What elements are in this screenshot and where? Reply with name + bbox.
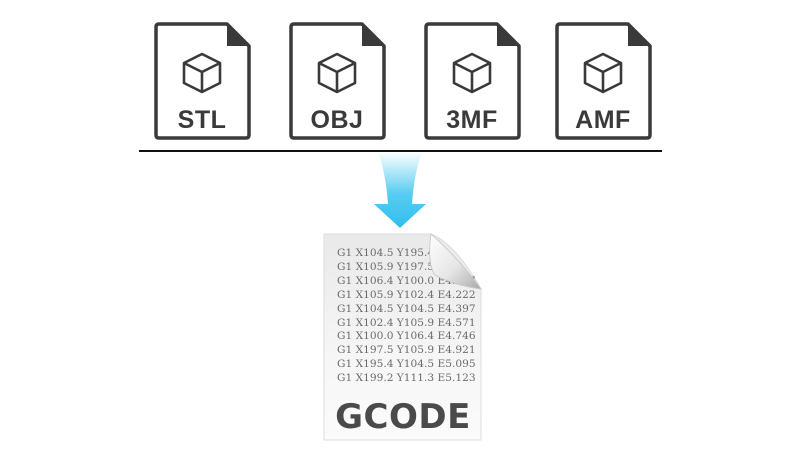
gcode-line: G1 X197.5 Y105.9 E4.921	[337, 344, 476, 357]
page-curl-icon	[429, 233, 483, 290]
file-icon-stl: STL	[153, 22, 251, 140]
gcode-line: G1 X102.4 Y105.9 E4.571	[337, 316, 476, 329]
gcode-line: G1 X195.4 Y104.5 E5.095	[337, 358, 476, 371]
gcode-line: G1 X104.5 Y104.5 E4.397	[337, 302, 476, 315]
gcode-lines: G1 X104.5 Y195.4 E G1 X105.9 Y197.5 E G1…	[337, 247, 476, 386]
gcode-line: G1 X199.2 Y111.3 E5.123	[337, 372, 476, 385]
gcode-line: G1 X105.9 Y102.4 E4.222	[337, 288, 476, 301]
gcode-file: G1 X104.5 Y195.4 E G1 X105.9 Y197.5 E G1…	[323, 233, 483, 441]
file-format-label: STL	[177, 106, 227, 134]
cube-icon	[452, 52, 492, 94]
file-icon-obj: OBJ	[288, 22, 386, 140]
gcode-title: GCODE	[335, 397, 471, 437]
file-format-label: AMF	[575, 106, 631, 134]
gcode-line: G1 X105.9 Y197.5 E	[337, 260, 446, 273]
file-icon-amf: AMF	[554, 22, 652, 140]
divider-line	[139, 150, 662, 152]
gcode-line: G1 X100.0 Y106.4 E4.746	[337, 330, 476, 343]
cube-icon	[182, 52, 222, 94]
file-icon-3mf: 3MF	[423, 22, 521, 140]
cube-icon	[583, 52, 623, 94]
down-arrow-icon	[374, 152, 426, 228]
cube-icon	[317, 52, 357, 94]
file-format-label: 3MF	[446, 106, 498, 134]
gcode-line: G1 X104.5 Y195.4 E	[337, 247, 446, 259]
file-format-label: OBJ	[310, 106, 364, 134]
